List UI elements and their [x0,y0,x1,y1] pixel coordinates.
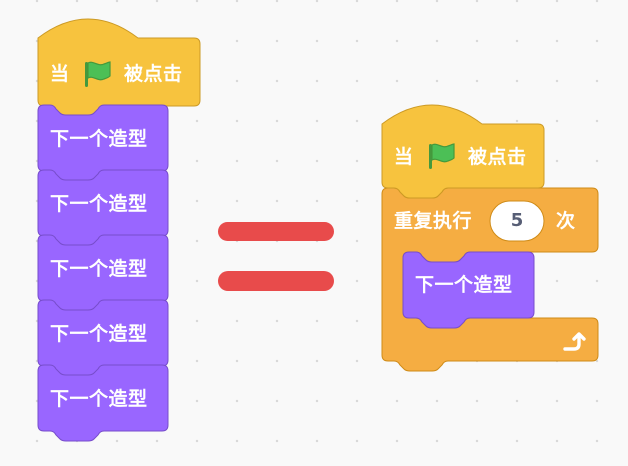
green-flag-icon [85,61,111,87]
right-hat-prefix-label: 当 [394,146,414,168]
right-hat-block[interactable] [381,104,545,199]
equals-bar-top [218,222,334,241]
left-block-label-3: 下一个造型 [50,258,148,280]
inner-block-label: 下一个造型 [415,274,513,296]
repeat-suffix-label: 次 [556,210,576,232]
loop-arrow-icon [563,332,586,351]
right-next-costume-block[interactable] [402,251,535,329]
repeat-prefix-label: 重复执行 [394,210,473,232]
repeat-count-input[interactable] [489,200,545,242]
left-block-label-2: 下一个造型 [50,193,148,215]
left-block-label-4: 下一个造型 [50,323,148,345]
left-next-costume-block-5[interactable] [37,364,169,442]
green-flag-icon [429,143,455,169]
left-hat-suffix-label: 被点击 [124,63,183,85]
left-block-label-5: 下一个造型 [50,388,148,410]
right-hat-suffix-label: 被点击 [468,146,527,168]
left-hat-prefix-label: 当 [50,63,70,85]
left-block-label-1: 下一个造型 [50,128,148,150]
repeat-count-value[interactable]: 5 [510,210,524,231]
equals-bar-bottom [218,271,334,291]
